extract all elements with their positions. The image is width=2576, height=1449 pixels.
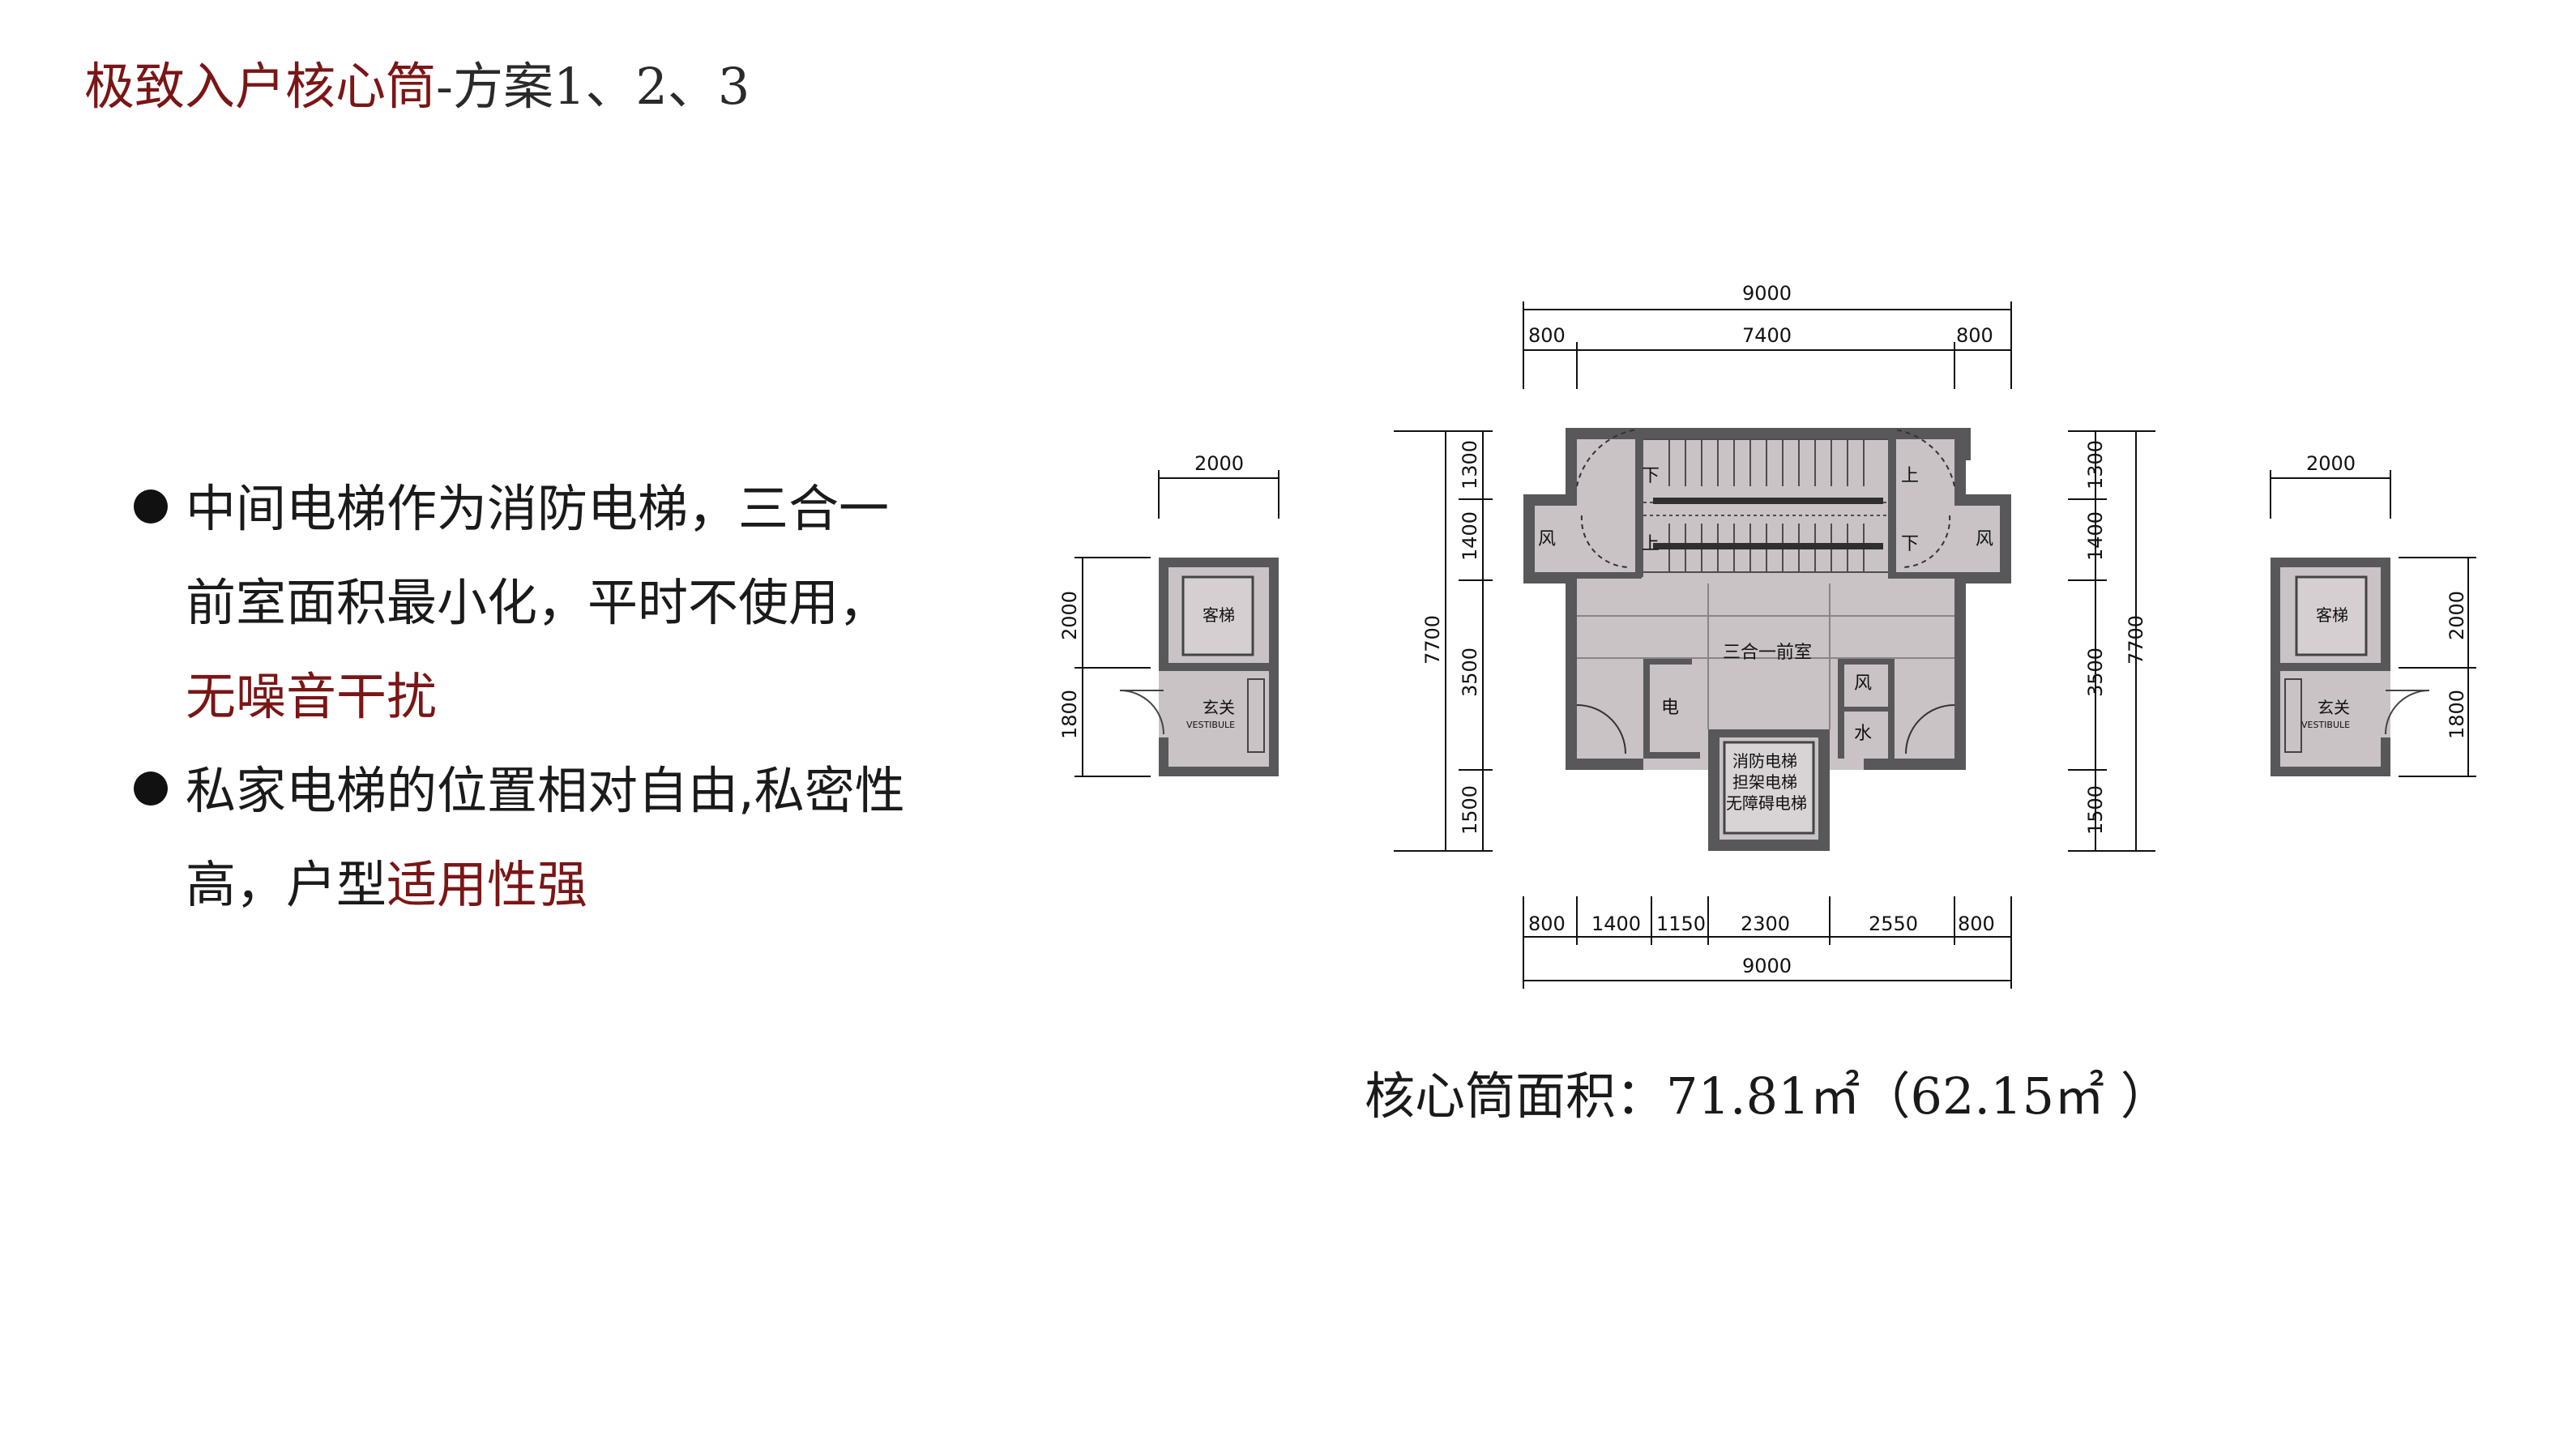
left-unit-dimensions [1074, 470, 1279, 777]
dim-bottom-2: 1400 [1591, 913, 1641, 935]
right-unit-dimensions [2270, 470, 2476, 777]
fire-lift-label-1: 消防电梯 [1732, 751, 1797, 771]
dim-right-total: 7700 [2125, 615, 2147, 665]
lobby-label: 三合一前室 [1723, 643, 1812, 663]
right-unit-lift-label: 客梯 [2316, 605, 2348, 625]
left-unit-foyer-label: 玄关 [1203, 698, 1235, 717]
dim-top-total: 9000 [1742, 282, 1792, 305]
bullet-2-line-1: 私家电梯的位置相对自由,私密性 [186, 761, 905, 820]
dim-top-right: 800 [1956, 324, 1993, 347]
stair-label-down-2: 下 [1901, 534, 1919, 554]
bullet-1-line-2: 前室面积最小化，平时不使用， [186, 573, 890, 632]
dim-bottom-4: 2300 [1741, 913, 1790, 935]
right-unit-foyer-label: 玄关 [2318, 698, 2350, 717]
dim-bottom-5: 2550 [1869, 913, 1918, 935]
left-unit-height-top-dim: 2000 [1058, 591, 1081, 640]
left-unit-height-bottom-dim: 1800 [1058, 690, 1081, 739]
stair-handrails [1653, 498, 1883, 549]
dim-right-2: 1400 [2084, 511, 2107, 561]
core-area-caption: 核心筒面积：71.81㎡（62.15㎡ ） [1365, 1055, 2171, 1128]
core-walls [1523, 428, 2011, 851]
bullet-item-2: 私家电梯的位置相对自由,私密性 高，户型适用性强 [134, 744, 1009, 932]
dim-bottom-1: 800 [1528, 913, 1566, 935]
title-emphasis: 极致入户核心筒 [84, 57, 437, 116]
electric-shaft-label: 电 [1661, 698, 1679, 718]
fire-lift-car [1723, 741, 1815, 835]
lobby-grid [1577, 583, 1954, 729]
dim-left-2: 1400 [1459, 511, 1481, 561]
dim-left-total: 7700 [1421, 615, 1444, 665]
core-dimension-labels: 9000 800 7400 800 800 1400 1150 2300 255… [1421, 282, 2147, 977]
dim-top-left: 800 [1528, 324, 1566, 347]
stair-label-down-1: 下 [1642, 466, 1660, 486]
dim-left-4: 1500 [1459, 785, 1481, 835]
bullet-dot-icon [134, 772, 168, 806]
wind-shaft-inner-label: 风 [1854, 673, 1872, 694]
dim-bottom-3: 1150 [1656, 913, 1706, 935]
dim-top-mid: 7400 [1742, 324, 1792, 347]
stair-label-up-2: 上 [1642, 534, 1660, 554]
bullet-1-line-3: 无噪音干扰 [186, 667, 438, 726]
bullet-item-1: 中间电梯作为消防电梯，三合一 前室面积最小化，平时不使用， 无噪音干扰 [134, 462, 1009, 744]
left-unit-width-dim: 2000 [1194, 452, 1244, 475]
bullet-2-line-2: 高，户型适用性强 [186, 838, 1009, 932]
private-lift-unit-right: 客梯 玄关 VESTIBULE [2271, 558, 2430, 776]
dim-left-3: 3500 [1459, 648, 1481, 697]
bullet-1-line-1: 中间电梯作为消防电梯，三合一 [186, 479, 890, 538]
right-unit-foyer-en: VESTIBULE [2301, 720, 2350, 730]
dim-right-3: 3500 [2084, 648, 2107, 697]
fire-lift-label-2: 担架电梯 [1732, 772, 1797, 792]
dim-right-1: 1300 [2084, 440, 2107, 489]
page-title: 极致入户核心筒-方案1、2、3 [84, 50, 750, 123]
right-unit-height-top-dim: 2000 [2446, 591, 2468, 640]
bullet-2-plain: 高，户型 [186, 855, 387, 914]
area-total: 71.81㎡ [1666, 1066, 1860, 1126]
core-dimensions [1394, 301, 2155, 989]
central-core: 下 上 上 下 风 风 三合一前室 电 风 水 消防电梯 担架电梯 无障碍电梯 [1523, 428, 2011, 851]
left-unit-foyer-en: VESTIBULE [1186, 720, 1235, 730]
bullet-list: 中间电梯作为消防电梯，三合一 前室面积最小化，平时不使用， 无噪音干扰 私家电梯… [134, 462, 1009, 932]
private-lift-unit-left: 客梯 玄关 VESTIBULE [1119, 558, 1279, 776]
title-rest: -方案1、2、3 [436, 57, 750, 116]
area-net: （62.15㎡ ） [1860, 1066, 2171, 1126]
right-unit-height-bottom-dim: 1800 [2446, 690, 2468, 739]
door-swings [1576, 429, 1955, 754]
fire-lift-label-3: 无障碍电梯 [1726, 793, 1807, 813]
wind-shaft-left-label: 风 [1538, 529, 1556, 549]
dim-bottom-6: 800 [1958, 913, 1995, 935]
bullet-dot-icon [134, 489, 168, 524]
stair-label-up-1: 上 [1901, 466, 1919, 486]
dim-left-1: 1300 [1459, 440, 1481, 489]
left-unit-lift-label: 客梯 [1203, 605, 1235, 625]
dim-bottom-total: 9000 [1742, 955, 1792, 977]
area-label: 核心筒面积： [1365, 1066, 1667, 1126]
wind-shaft-right-label: 风 [1976, 529, 1993, 549]
bullet-2-red: 适用性强 [387, 855, 588, 914]
right-unit-width-dim: 2000 [2306, 452, 2356, 475]
dim-right-4: 1500 [2084, 785, 2107, 835]
water-shaft-label: 水 [1854, 724, 1872, 744]
